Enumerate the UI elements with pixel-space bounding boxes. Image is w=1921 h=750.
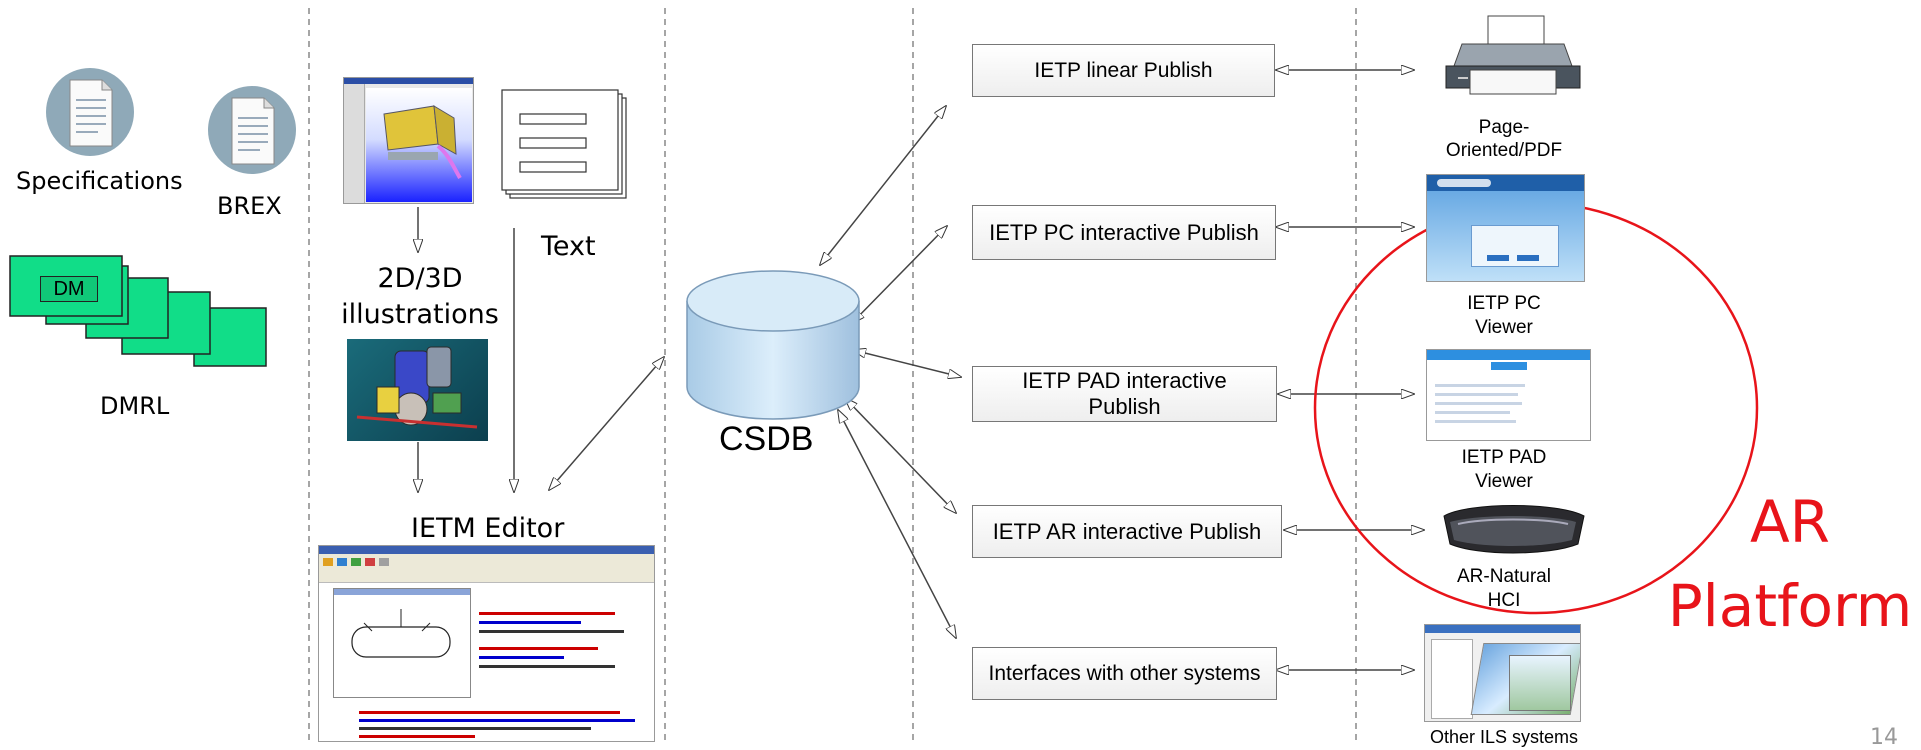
ietp-pad-interactive-publish-label-line1: IETP PAD interactive: [1022, 368, 1227, 393]
ietm-editor-screenshot: [318, 545, 655, 742]
text-document-stack-icon: [498, 86, 632, 204]
ar-platform-label-line2: Platform: [1667, 572, 1913, 640]
page-oriented-label-line1: Page-: [1478, 117, 1530, 138]
ietp-linear-publish-label: IETP linear Publish: [1034, 58, 1213, 82]
ar-natural-hci-label-line2: HCI: [1487, 590, 1521, 611]
csdb-database-cylinder: [683, 267, 863, 423]
other-ils-systems-label: Other ILS systems: [1429, 727, 1579, 747]
illustrations-label-line2: illustrations: [341, 299, 499, 330]
flow-arrow: [418, 207, 514, 492]
ietp-pad-interactive-publish-box: IETP PAD interactive Publish: [972, 366, 1277, 422]
ietp-pc-interactive-publish-box: IETP PC interactive Publish: [972, 205, 1276, 260]
interfaces-other-systems-box: Interfaces with other systems: [972, 647, 1277, 700]
other-ils-systems-screenshot: [1424, 624, 1581, 722]
ar-headset-icon: [1438, 500, 1588, 558]
dm-card-stack: [8, 254, 270, 370]
specifications-document-icon: [44, 66, 136, 158]
ietp-pc-viewer-label-line1: IETP PC: [1467, 293, 1541, 314]
ietp-ar-interactive-publish-label: IETP AR interactive Publish: [992, 518, 1262, 544]
printer-icon: [1440, 14, 1584, 104]
ar-natural-hci-label-line1: AR-Natural: [1457, 566, 1551, 587]
ietp-pad-viewer-screenshot: [1426, 349, 1591, 441]
engine-3d-illustration: [347, 339, 488, 441]
page-number: 14: [1870, 725, 1898, 750]
ietp-ar-interactive-publish-box: IETP AR interactive Publish: [972, 505, 1282, 558]
flow-arrow: [1276, 70, 1424, 670]
brex-label: BREX: [217, 192, 282, 220]
ietp-pc-interactive-publish-label: IETP PC interactive Publish: [989, 219, 1259, 245]
ar-platform-label-line1: AR: [1750, 488, 1830, 556]
interfaces-other-systems-label: Interfaces with other systems: [988, 661, 1261, 685]
cad-modeling-screenshot: [343, 77, 474, 204]
ietp-pc-viewer-label-line2: Viewer: [1475, 317, 1533, 338]
ietp-linear-publish-box: IETP linear Publish: [972, 44, 1275, 97]
flow-arrow: [820, 106, 961, 638]
flow-arrow: [549, 357, 664, 490]
csdb-label: CSDB: [719, 420, 814, 458]
dm-label-box: DM: [40, 276, 98, 302]
dm-label: DM: [53, 277, 85, 300]
illustrations-label-line1: 2D/3D: [377, 263, 463, 294]
ietm-editor-label: IETM Editor: [411, 513, 565, 544]
specifications-label: Specifications: [16, 167, 183, 195]
brex-document-icon: [206, 84, 298, 176]
page-oriented-label-line2: Oriented/PDF: [1445, 140, 1563, 161]
ietp-pad-interactive-publish-label-line2: Publish: [1088, 394, 1161, 419]
text-label: Text: [541, 231, 596, 262]
dmrl-label: DMRL: [100, 392, 170, 420]
ietp-pad-viewer-label-line1: IETP PAD: [1461, 447, 1547, 468]
ietp-pad-viewer-label-line2: Viewer: [1475, 471, 1533, 492]
ietp-pc-viewer-screenshot: [1426, 174, 1585, 282]
